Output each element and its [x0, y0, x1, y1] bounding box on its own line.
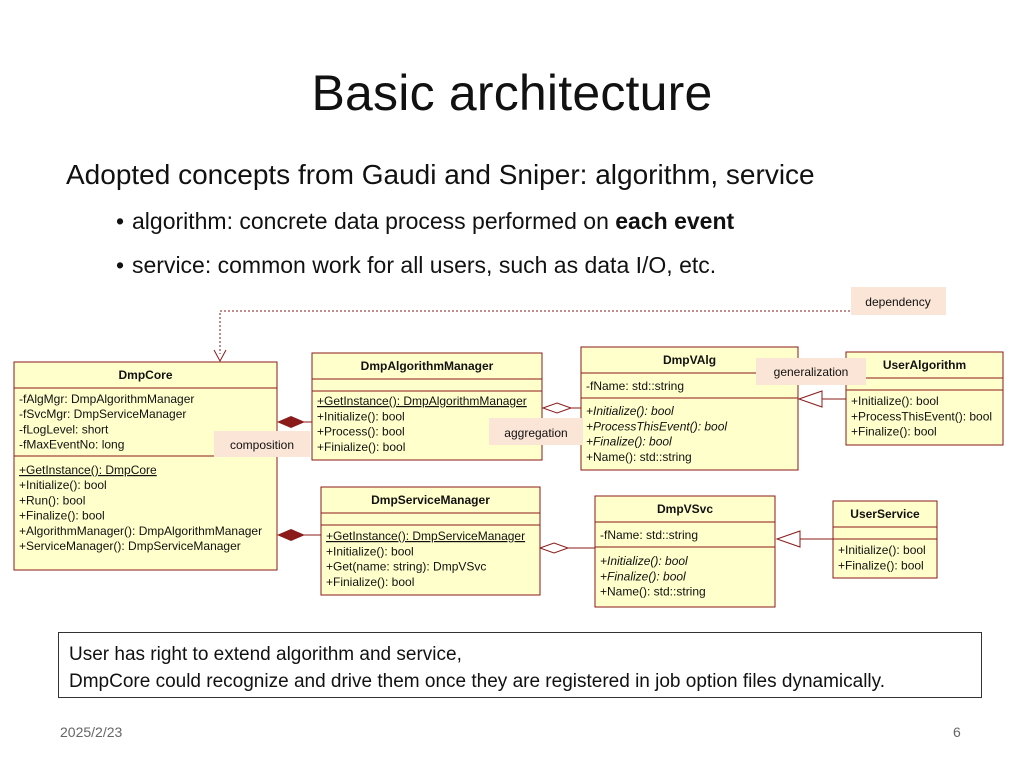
class-box: [594, 495, 776, 608]
bullet-algorithm: • algorithm: concrete data process perfor…: [116, 208, 734, 235]
class-box: [320, 486, 541, 596]
uml-class-user-alg: UserAlgorithm +Initialize(): bool+Process…: [845, 351, 1004, 446]
class-method: +ProcessThisEvent(): bool: [586, 419, 727, 433]
class-method: +Finalize(): bool: [851, 425, 937, 439]
class-attribute: -fAlgMgr: DmpAlgorithmManager: [19, 392, 194, 406]
class-method: +Name(): std::string: [586, 450, 692, 464]
class-method: +Run(): bool: [19, 493, 85, 507]
generalization-arrowhead-icon: [775, 530, 801, 548]
class-method: +ServiceManager(): DmpServiceManager: [19, 539, 241, 553]
slide-subtitle: Adopted concepts from Gaudi and Sniper: …: [66, 159, 815, 190]
class-method: +Finalize(): bool: [586, 435, 672, 449]
class-name: DmpServiceManager: [371, 493, 490, 507]
bullet-dot-icon: •: [116, 252, 125, 278]
class-method: +Finalize(): bool: [600, 569, 686, 583]
page-number: 6: [953, 724, 961, 740]
composition-diamond-icon: [277, 416, 305, 428]
class-attribute: -fMaxEventNo: long: [19, 438, 124, 452]
composition-label: composition: [230, 438, 294, 452]
composition-label-bg: [214, 431, 310, 457]
uml-class-vsvc: DmpVSvc-fName: std::string+Initialize():…: [594, 495, 776, 608]
class-attribute: -fSvcMgr: DmpServiceManager: [19, 407, 186, 421]
class-name: DmpCore: [118, 368, 172, 382]
bullet-emphasis: each event: [615, 208, 735, 234]
uml-classes: DmpCore -fAlgMgr: DmpAlgorithmManager-fSv…: [13, 346, 1004, 608]
aggregation-label-bg: [489, 418, 583, 445]
note-box: User has right to extend algorithm and s…: [58, 632, 982, 698]
note-line: DmpCore could recognize and drive them o…: [69, 671, 886, 692]
class-name: DmpAlgorithmManager: [361, 359, 494, 373]
footer-date: 2025/2/23: [60, 724, 123, 740]
class-method: +AlgorithmManager(): DmpAlgorithmManager: [19, 524, 262, 538]
generalization-label: generalization: [774, 365, 849, 379]
class-method: +GetInstance(): DmpAlgorithmManager: [317, 394, 527, 408]
dependency-label: dependency: [865, 295, 930, 309]
class-method: +GetInstance(): DmpServiceManager: [326, 529, 525, 543]
uml-class-core: DmpCore -fAlgMgr: DmpAlgorithmManager-fSv…: [13, 361, 278, 571]
class-box: [845, 351, 1004, 446]
class-method: +Finialize(): bool: [326, 575, 414, 589]
uml-links: [213, 310, 898, 554]
class-method: +Name(): std::string: [600, 585, 706, 599]
class-name: DmpVAlg: [663, 353, 716, 367]
class-method: +Initialize(): bool: [317, 409, 405, 423]
aggregation-diamond-icon: [538, 542, 570, 554]
bullet-dot-icon: •: [116, 208, 125, 234]
note-line: User has right to extend algorithm and s…: [69, 644, 462, 665]
class-attribute: -fName: std::string: [586, 379, 684, 393]
uml-class-svc-mgr: DmpServiceManager +GetInstance(): DmpServ…: [320, 486, 541, 596]
class-method: +Initialize(): bool: [600, 554, 688, 568]
class-method: +Finialize(): bool: [317, 440, 405, 454]
class-attribute: -fName: std::string: [600, 528, 698, 542]
class-method: +Finalize(): bool: [19, 509, 105, 523]
class-box: [13, 361, 278, 571]
class-method: +Process(): bool: [317, 425, 405, 439]
uml-class-user-svc: UserService +Initialize(): bool+Finalize(…: [832, 500, 938, 579]
uml-relation-labels: dependency generalization composition ag…: [214, 287, 946, 457]
generalization-arrowhead-icon: [797, 390, 823, 408]
bullet-text: algorithm: concrete data process perform…: [132, 208, 616, 234]
class-name: UserAlgorithm: [883, 358, 966, 372]
class-name: UserService: [850, 507, 920, 521]
class-method: +Get(name: string): DmpVSvc: [326, 560, 486, 574]
class-method: +Initialize(): bool: [19, 478, 107, 492]
class-method: +Initialize(): bool: [851, 394, 939, 408]
class-name: DmpVSvc: [657, 502, 713, 516]
class-method: +Initialize(): bool: [326, 544, 414, 558]
class-method: +Finalize(): bool: [838, 558, 924, 572]
aggregation-label: aggregation: [504, 426, 567, 440]
class-method: +Initialize(): bool: [586, 404, 674, 418]
bullet-service: • service: common work for all users, suc…: [116, 252, 716, 279]
aggregation-diamond-icon: [541, 402, 573, 414]
generalization-label-bg: [756, 358, 866, 385]
dependency-arrowhead-icon: [213, 349, 227, 363]
dependency-label-bg: [851, 287, 946, 315]
bullet-text: service: common work for all users, such…: [132, 252, 717, 278]
class-attribute: -fLogLevel: short: [19, 422, 109, 436]
dependency-link: [219, 310, 898, 354]
composition-diamond-icon: [277, 529, 305, 541]
class-method: +Initialize(): bool: [838, 543, 926, 557]
class-method: +ProcessThisEvent(): bool: [851, 409, 992, 423]
class-method: +GetInstance(): DmpCore: [19, 463, 157, 477]
slide-title: Basic architecture: [311, 65, 713, 121]
